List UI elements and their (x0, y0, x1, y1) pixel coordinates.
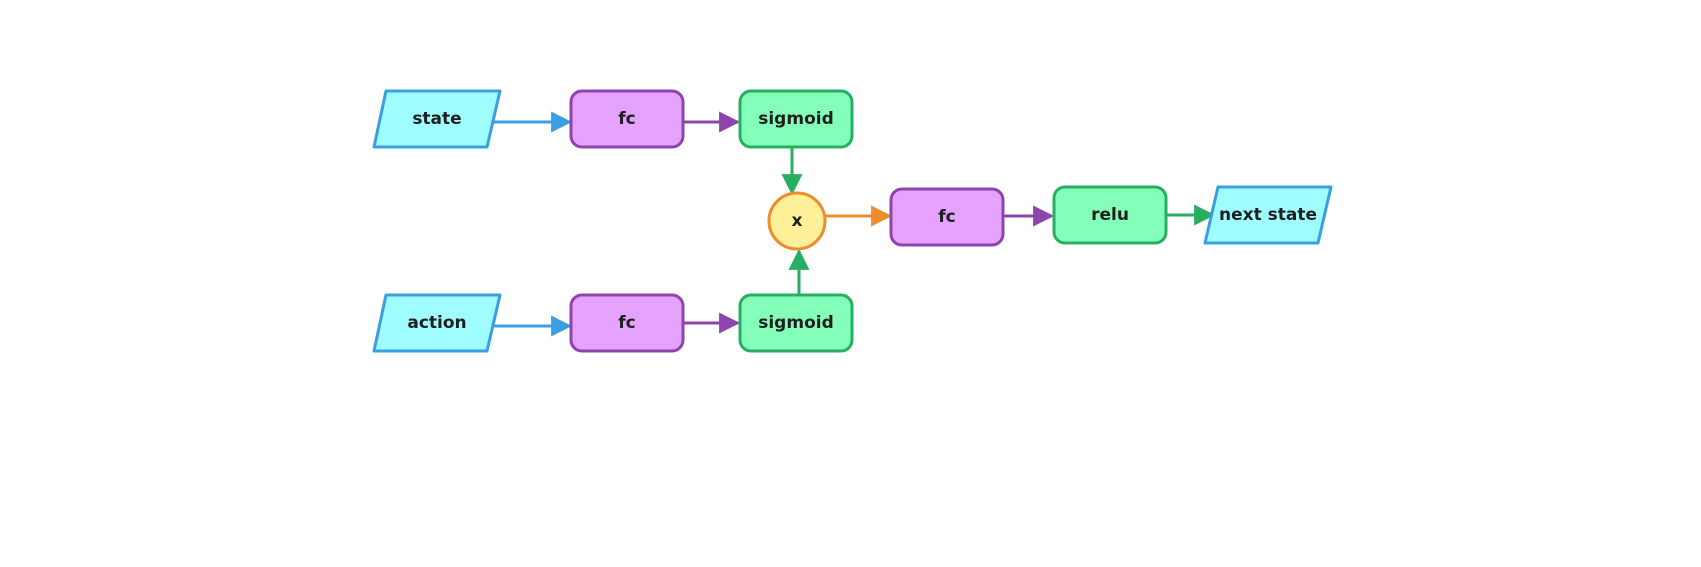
node-state-label: state (412, 109, 461, 129)
node-relu: relu (1052, 185, 1168, 245)
node-relu-label: relu (1091, 205, 1129, 225)
node-sigmoid-top: sigmoid (738, 89, 854, 149)
node-fc-top: fc (569, 89, 685, 149)
node-state: state (372, 89, 502, 149)
node-next-state-label: next state (1219, 205, 1317, 225)
node-fc-top-label: fc (618, 109, 635, 129)
node-sigmoid-bottom: sigmoid (738, 293, 854, 353)
node-multiply: x (767, 191, 827, 251)
node-sigmoid-top-label: sigmoid (758, 109, 834, 129)
node-action: action (372, 293, 502, 353)
node-fc-out-label: fc (938, 207, 955, 227)
node-fc-bottom-label: fc (618, 313, 635, 333)
node-fc-out: fc (889, 187, 1005, 247)
node-next-state: next state (1203, 185, 1333, 245)
node-action-label: action (407, 313, 466, 333)
node-multiply-label: x (792, 211, 803, 231)
node-fc-bottom: fc (569, 293, 685, 353)
node-sigmoid-bottom-label: sigmoid (758, 313, 834, 333)
edges (493, 111, 1216, 337)
